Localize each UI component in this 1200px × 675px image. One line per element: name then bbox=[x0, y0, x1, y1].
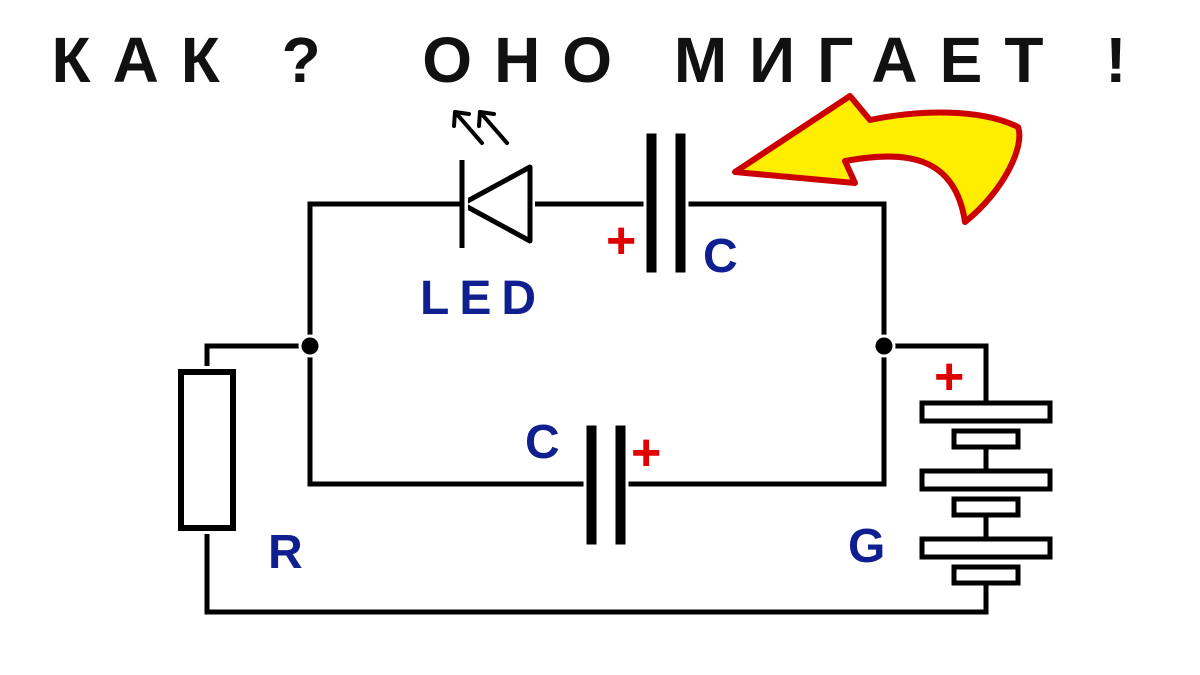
battery-label: G bbox=[848, 520, 885, 573]
polarity-plus-capacitor-top: + bbox=[606, 212, 636, 270]
led-symbol bbox=[402, 158, 535, 250]
junction-dot bbox=[298, 334, 322, 358]
wires bbox=[200, 197, 993, 619]
light-emission-icon bbox=[452, 110, 509, 145]
battery-symbol bbox=[919, 400, 1053, 586]
resistor-label: R bbox=[268, 526, 303, 579]
polarity-plus-capacitor-bottom: + bbox=[631, 424, 661, 482]
capacitor-top-symbol bbox=[643, 130, 689, 276]
capacitor-bottom-symbol bbox=[583, 422, 629, 548]
led-label: LED bbox=[420, 272, 546, 325]
page-title: КАК ? ОНО МИГАЕТ ! bbox=[51, 24, 1149, 96]
capacitor-bottom-label: C bbox=[525, 416, 560, 469]
polarity-plus-battery: + bbox=[934, 348, 964, 406]
capacitor-top-label: C bbox=[703, 230, 738, 283]
curved-arrow-icon bbox=[732, 93, 1023, 225]
resistor-symbol bbox=[175, 366, 239, 534]
junction-dot bbox=[872, 334, 896, 358]
